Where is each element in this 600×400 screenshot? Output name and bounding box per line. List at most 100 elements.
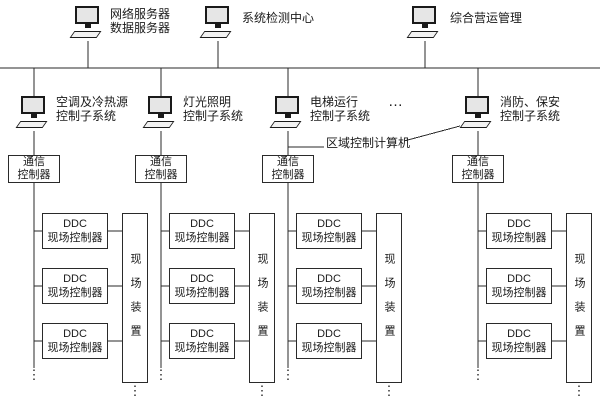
ddc-label-line: 现场控制器 bbox=[174, 232, 230, 244]
comm-label-line: 通信 bbox=[277, 156, 299, 168]
keyboard-part bbox=[406, 31, 439, 38]
label-lighting-subsystem: 灯光照明 控制子系统 bbox=[183, 95, 243, 123]
computer-icon-elevator bbox=[269, 96, 305, 132]
comm-label-line: 通信 bbox=[23, 156, 45, 168]
label-line: 电梯运行 bbox=[310, 95, 359, 109]
field-device-box: 现场装置 bbox=[122, 213, 148, 383]
ddc-label-line: DDC bbox=[190, 218, 214, 230]
ddc-box: DDC 现场控制器 bbox=[486, 213, 552, 249]
stand-part bbox=[422, 24, 428, 28]
comm-controller-box: 通信 控制器 bbox=[8, 155, 60, 183]
monitor-part bbox=[465, 96, 489, 114]
ddc-box: DDC 现场控制器 bbox=[296, 268, 362, 304]
comm-label-line: 控制器 bbox=[461, 169, 495, 181]
ddc-label-line: DDC bbox=[190, 273, 214, 285]
ddc-label-line: DDC bbox=[63, 218, 87, 230]
field-device-box: 现场装置 bbox=[249, 213, 275, 383]
ddc-label-line: DDC bbox=[63, 328, 87, 340]
ddc-label-line: 现场控制器 bbox=[47, 232, 103, 244]
computer-icon-monitoring-center bbox=[199, 6, 235, 42]
monitor-part bbox=[21, 96, 45, 114]
ddc-label-line: 现场控制器 bbox=[491, 342, 547, 354]
label-monitoring-center: 系统检测中心 bbox=[242, 11, 314, 25]
vertical-dots: ⋮ bbox=[382, 383, 396, 398]
monitor-part bbox=[412, 6, 436, 24]
ddc-label-line: 现场控制器 bbox=[47, 287, 103, 299]
field-device-label: 现场装置 bbox=[256, 253, 268, 349]
monitor-part bbox=[275, 96, 299, 114]
computer-icon-hvac bbox=[15, 96, 51, 132]
comm-controller-box: 通信 控制器 bbox=[135, 155, 187, 183]
label-line: 控制子系统 bbox=[310, 109, 371, 123]
ddc-label-line: 现场控制器 bbox=[491, 232, 547, 244]
stand-part bbox=[85, 24, 91, 28]
computer-icon-network-server bbox=[69, 6, 105, 42]
monitor-part bbox=[205, 6, 229, 24]
keyboard-part bbox=[199, 31, 232, 38]
ddc-box: DDC 现场控制器 bbox=[296, 323, 362, 359]
label-line: 控制子系统 bbox=[500, 109, 561, 123]
field-device-label: 现场装置 bbox=[383, 253, 395, 349]
ddc-box: DDC 现场控制器 bbox=[42, 213, 108, 249]
label-fire-security-subsystem: 消防、保安 控制子系统 bbox=[500, 95, 560, 123]
label-operations-management: 综合营运管理 bbox=[450, 11, 522, 25]
ddc-box: DDC 现场控制器 bbox=[169, 268, 235, 304]
ddc-box: DDC 现场控制器 bbox=[169, 323, 235, 359]
vertical-dots: ⋮ bbox=[27, 367, 41, 382]
label-line: 控制子系统 bbox=[183, 109, 244, 123]
ddc-label-line: DDC bbox=[190, 328, 214, 340]
field-device-label: 现场装置 bbox=[573, 253, 585, 349]
ddc-label-line: DDC bbox=[317, 328, 341, 340]
computer-icon-lighting bbox=[142, 96, 178, 132]
computer-icon-fire-security bbox=[459, 96, 495, 132]
monitor-part bbox=[148, 96, 172, 114]
label-line: 控制子系统 bbox=[56, 109, 117, 123]
ddc-label-line: DDC bbox=[63, 273, 87, 285]
field-device-box: 现场装置 bbox=[376, 213, 402, 383]
ddc-label-line: 现场控制器 bbox=[47, 342, 103, 354]
stand-part bbox=[285, 114, 291, 118]
ddc-box: DDC 现场控制器 bbox=[42, 323, 108, 359]
ddc-box: DDC 现场控制器 bbox=[42, 268, 108, 304]
comm-label-line: 控制器 bbox=[271, 169, 305, 181]
label-line: 综合营运管理 bbox=[450, 11, 523, 25]
ddc-label-line: 现场控制器 bbox=[301, 232, 357, 244]
ddc-box: DDC 现场控制器 bbox=[169, 213, 235, 249]
ddc-label-line: 现场控制器 bbox=[301, 287, 357, 299]
vertical-dots: ⋮ bbox=[154, 367, 168, 382]
comm-label-line: 控制器 bbox=[144, 169, 178, 181]
stand-part bbox=[158, 114, 164, 118]
ddc-label-line: DDC bbox=[317, 273, 341, 285]
wire-group bbox=[0, 41, 600, 368]
ddc-label-line: 现场控制器 bbox=[301, 342, 357, 354]
keyboard-part bbox=[142, 121, 175, 128]
label-network-server: 网络服务器 数据服务器 bbox=[110, 7, 170, 35]
comm-label-line: 通信 bbox=[150, 156, 172, 168]
ddc-label-line: DDC bbox=[507, 273, 531, 285]
ddc-label-line: DDC bbox=[507, 328, 531, 340]
stand-part bbox=[215, 24, 221, 28]
vertical-dots: ⋮ bbox=[128, 383, 142, 398]
ddc-label-line: 现场控制器 bbox=[174, 342, 230, 354]
ddc-label-line: DDC bbox=[507, 218, 531, 230]
field-device-box: 现场装置 bbox=[566, 213, 592, 383]
ddc-label-line: 现场控制器 bbox=[491, 287, 547, 299]
vertical-dots: ⋮ bbox=[572, 383, 586, 398]
comm-label-line: 控制器 bbox=[17, 169, 51, 181]
monitor-part bbox=[75, 6, 99, 24]
vertical-dots: ⋮ bbox=[281, 367, 295, 382]
ddc-box: DDC 现场控制器 bbox=[486, 268, 552, 304]
comm-controller-box: 通信 控制器 bbox=[262, 155, 314, 183]
ddc-label-line: DDC bbox=[317, 218, 341, 230]
ddc-box: DDC 现场控制器 bbox=[486, 323, 552, 359]
label-hvac-subsystem: 空调及冷热源 控制子系统 bbox=[56, 95, 128, 123]
ddc-box: DDC 现场控制器 bbox=[296, 213, 362, 249]
keyboard-part bbox=[459, 121, 492, 128]
computer-icon-operations-management bbox=[406, 6, 442, 42]
label-line: 空调及冷热源 bbox=[56, 95, 129, 109]
label-line: 灯光照明 bbox=[183, 95, 232, 109]
label-line: 消防、保安 bbox=[500, 95, 561, 109]
ddc-label-line: 现场控制器 bbox=[174, 287, 230, 299]
